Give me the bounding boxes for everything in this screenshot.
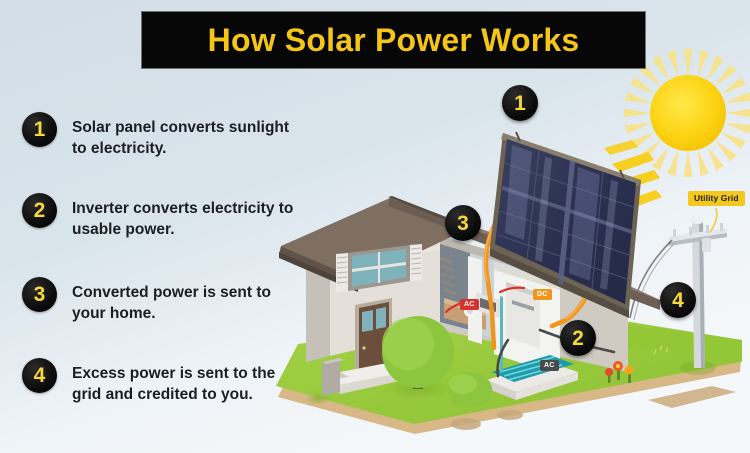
- solar-panel-array: [490, 131, 641, 318]
- inverter-callout: 2: [560, 320, 596, 356]
- step-text-1: Solar panel converts sunlight to electri…: [72, 119, 290, 157]
- gable-window: [336, 244, 422, 293]
- ac-label-left: AC: [460, 299, 479, 310]
- solar-panel-callout: 1: [502, 85, 538, 121]
- step-badge-1: 1: [22, 112, 57, 147]
- flower-bed: [605, 361, 634, 383]
- step-text-2: Inverter converts electricity to usable …: [72, 200, 294, 238]
- step-badge-2: 2: [22, 193, 57, 228]
- page-title: How Solar Power Works: [207, 22, 580, 58]
- list-item: 4 Excess power is sent to the grid and c…: [22, 358, 307, 405]
- grid-callout: 4: [660, 282, 696, 318]
- inverter-unit: [506, 282, 540, 348]
- list-item: 2 Inverter converts electricity to usabl…: [22, 193, 307, 240]
- home-callout: 3: [445, 205, 481, 241]
- utility-pole: [629, 207, 727, 375]
- vegetation: [304, 316, 669, 430]
- driveway-patch: [648, 386, 736, 408]
- dc-label: DC: [533, 289, 552, 300]
- front-door: [355, 298, 392, 381]
- step-text-3: Converted power is sent to your home.: [72, 284, 271, 322]
- step-badge-3: 3: [22, 277, 57, 312]
- ac-label-bottom: AC: [540, 360, 559, 371]
- step-text-4: Excess power is sent to the grid and cre…: [72, 365, 276, 403]
- utility-grid-label: Utility Grid: [688, 191, 745, 206]
- sun-graphic: [624, 49, 750, 177]
- title-banner: How Solar Power Works: [141, 11, 646, 69]
- step-badge-4: 4: [22, 358, 57, 393]
- list-item: 3 Converted power is sent to your home.: [22, 277, 307, 324]
- list-item: 1 Solar panel converts sunlight to elect…: [22, 112, 307, 159]
